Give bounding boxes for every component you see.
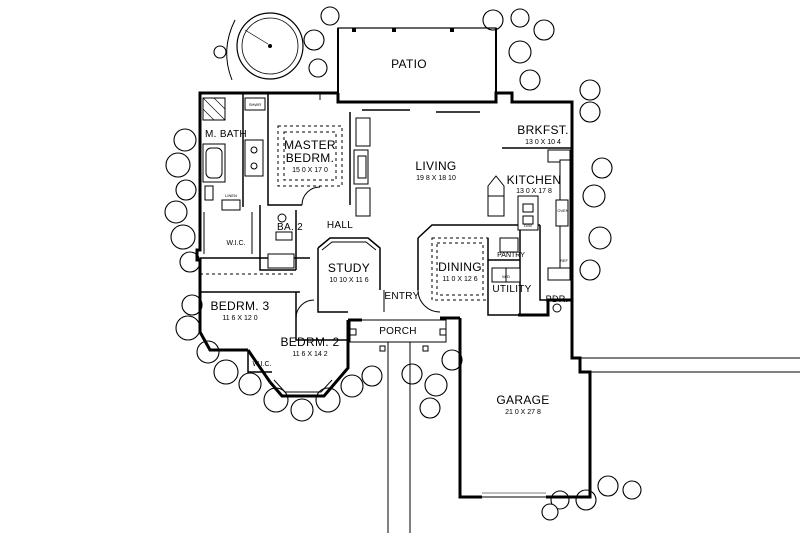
doors (295, 93, 447, 352)
master-bedroom-dimensions: 15 0 X 17 0 (292, 167, 328, 174)
entry-label: ENTRY (384, 291, 419, 302)
utility-label: UTILITY (492, 284, 531, 295)
breakfast-dimensions: 13 0 X 10 4 (525, 139, 561, 146)
master-bedroom-label-1: MASTER (284, 138, 336, 152)
master-bedroom-label-2: BEDRM. (286, 151, 334, 165)
master-wic-label: W.I.C. (226, 240, 245, 247)
tree-right (579, 79, 613, 281)
garage-dimensions: 21 0 X 27 8 (505, 409, 541, 416)
bath-2-label: BA. 2 (277, 222, 303, 233)
ref-label: REF (560, 258, 569, 263)
bedroom-2-label: BEDRM. 2 (280, 335, 339, 349)
porch-label: PORCH (379, 326, 417, 337)
tree-top-right (482, 8, 555, 91)
study-label: STUDY (328, 261, 370, 275)
study-dimensions: 10 10 X 11 6 (329, 277, 368, 284)
kitchen-label: KITCHEN (507, 173, 562, 187)
breakfast-label: BRKFST. (517, 123, 568, 137)
porch-area (349, 319, 800, 533)
bedroom-3-label: BEDRM. 3 (210, 299, 269, 313)
tree-center-front (401, 349, 463, 419)
powder-label: PDR. (546, 294, 569, 304)
tree-left-lower (175, 294, 383, 422)
garage-label: GARAGE (496, 393, 549, 407)
tree-top-left (213, 6, 340, 78)
fixtures (202, 97, 571, 313)
garden-arc-decoration (226, 12, 304, 81)
bedroom-3-dimensions: 11 6 X 12 0 (222, 315, 257, 322)
oven-label: OVEN (557, 208, 568, 213)
pantry-label: PANTRY (497, 252, 525, 259)
master-bath-label: M. BATH (205, 129, 247, 140)
hall-label: HALL (327, 220, 353, 231)
living-label: LIVING (415, 159, 456, 173)
dining-label: DINING (438, 260, 482, 274)
ceiling-outlines (200, 125, 489, 301)
dining-dimensions: 11 0 X 12 6 (442, 276, 477, 283)
living-dimensions: 19 8 X 18 10 (416, 175, 456, 182)
landscape-trees (164, 6, 642, 521)
shower-label: SHWR (249, 102, 261, 107)
kitchen-dimensions: 13 0 X 17 8 (516, 188, 552, 195)
dishwasher-label: D/W (524, 223, 532, 228)
washer-dryer-label: W/D (502, 274, 510, 279)
room-labels: MASTER BEDRM. 15 0 X 17 0 M. BATH LIVING… (205, 102, 569, 416)
patio: PATIO (337, 27, 497, 103)
linen-label: LINEN (225, 193, 237, 198)
patio-label: PATIO (391, 57, 427, 71)
bedroom-2-wic-label: W.I.C. (252, 361, 271, 368)
bedroom-2-dimensions: 11 6 X 14 2 (292, 351, 327, 358)
tree-left-upper (164, 128, 201, 273)
bath2-tub (267, 253, 295, 269)
